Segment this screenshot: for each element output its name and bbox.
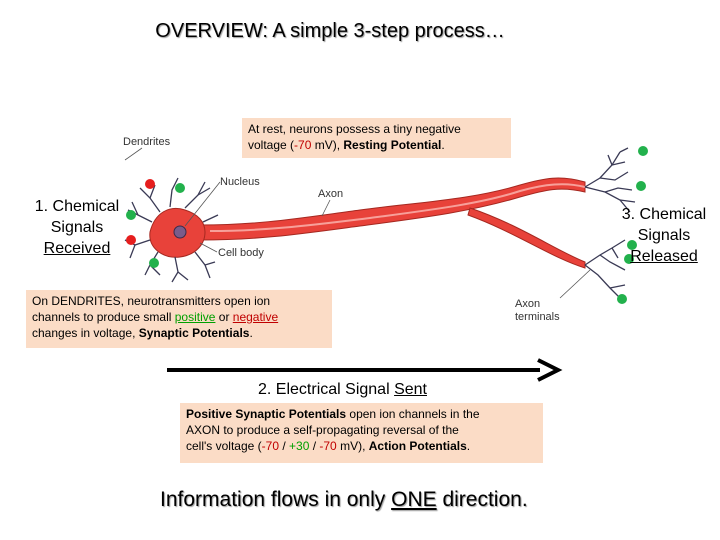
axon-branch — [467, 207, 586, 269]
synaptic-potential-box: On DENDRITES, neurotransmitters open ion… — [26, 290, 332, 348]
dendrites-leader — [124, 147, 143, 161]
green-dot — [175, 183, 185, 193]
arrow-head — [537, 358, 563, 382]
cell-body-leader — [199, 242, 218, 253]
green-dot — [149, 258, 159, 268]
axon-terminals-upper — [584, 147, 636, 213]
green-dot — [126, 210, 136, 220]
green-dot — [627, 240, 637, 250]
axon-terminals-leader — [559, 269, 591, 299]
dendrites — [124, 177, 219, 283]
step-1-label: 1. Chemical Signals Received — [34, 198, 120, 257]
green-dot — [638, 146, 648, 156]
label-axon-terminals: Axon terminals — [515, 298, 560, 323]
resting-potential-box: At rest, neurons possess a tiny negative… — [242, 118, 511, 158]
footer-statement: Information flows in only ONE direction. — [160, 488, 528, 511]
label-axon: Axon — [318, 188, 344, 200]
nucleus — [173, 225, 187, 239]
page-title: OVERVIEW: A simple 3-step process… — [155, 20, 505, 42]
axon — [199, 177, 586, 241]
action-potential-box: Positive Synaptic Potentials open ion ch… — [180, 403, 543, 463]
axon-terminals-lower — [584, 239, 626, 299]
green-dot — [636, 181, 646, 191]
red-dot — [145, 179, 155, 189]
red-dot — [126, 235, 136, 245]
label-cell-body: Cell body — [218, 247, 264, 259]
label-nucleus: Nucleus — [220, 176, 260, 188]
step-3-label: 3. Chemical Signals Released — [621, 206, 707, 265]
green-dot — [617, 294, 627, 304]
label-dendrites: Dendrites — [123, 136, 171, 148]
axon-leader — [321, 199, 331, 217]
step-2-label: 2. Electrical Signal Sent — [258, 381, 427, 398]
green-dot — [624, 254, 634, 264]
nucleus-leader — [184, 181, 221, 227]
